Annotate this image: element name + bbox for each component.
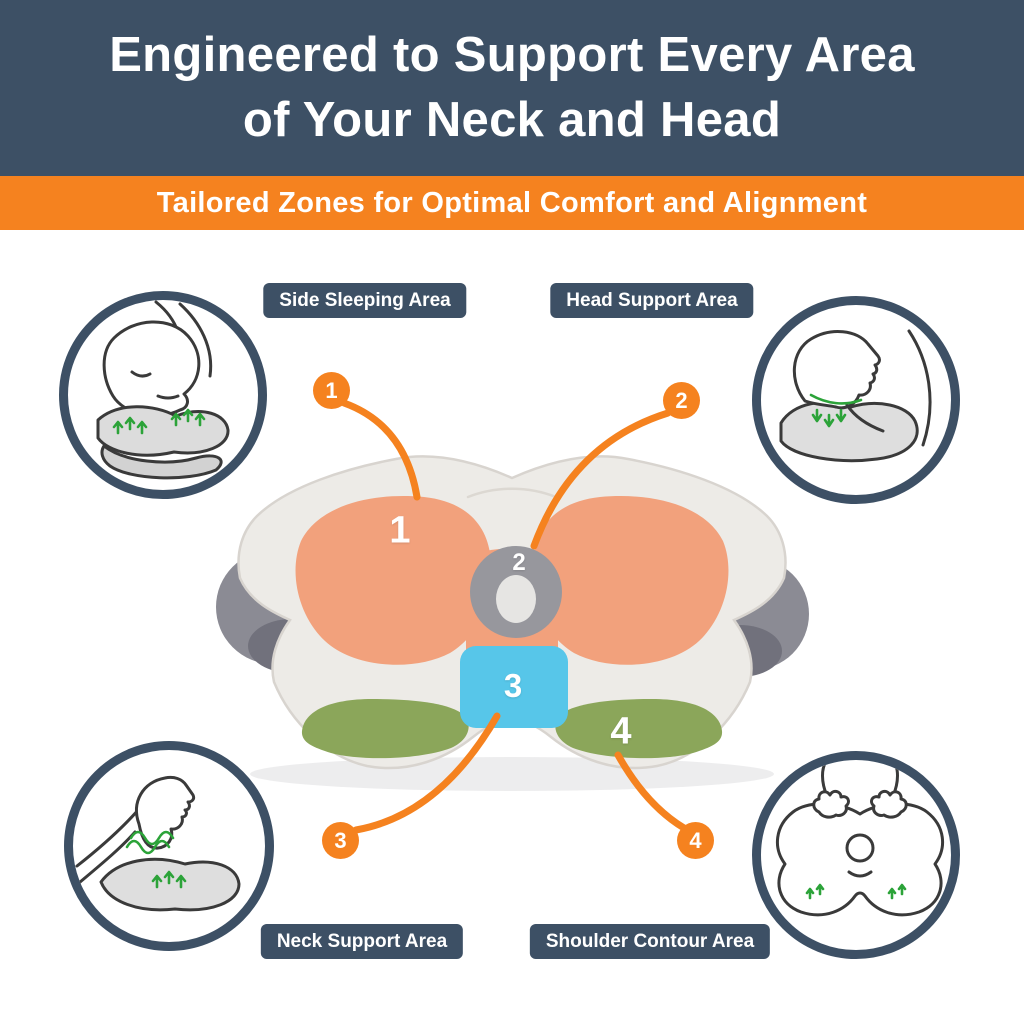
subtitle-banner: Tailored Zones for Optimal Comfort and A… [0, 176, 1024, 230]
callout-neck-support [64, 741, 274, 951]
title-line-2: of Your Neck and Head [242, 93, 782, 147]
subtitle-text: Tailored Zones for Optimal Comfort and A… [156, 186, 868, 219]
zone-label-neck-support: Neck Support Area [260, 924, 464, 959]
pillow-shadow [250, 757, 774, 791]
zone-badge-2: 2 [663, 382, 700, 419]
pillow-zone-number-4: 4 [610, 710, 632, 753]
header-banner: Engineered to Support Every Area of Your… [0, 0, 1024, 176]
side-sleeping-illustration [96, 300, 230, 480]
callout-shoulder-contour [752, 751, 960, 959]
zone-label-shoulder-contour: Shoulder Contour Area [529, 924, 771, 959]
pillow-zone-number-1: 1 [389, 509, 411, 552]
callout-side-sleeping [59, 291, 267, 499]
pillow-zone-number-2: 2 [512, 549, 526, 576]
pillow-zone-number-3: 3 [503, 667, 523, 704]
head-support-illustration [779, 329, 932, 463]
zone-2-head-support-area [470, 546, 562, 638]
zone-badge-3: 3 [322, 822, 359, 859]
zone-3-neck-support-area [460, 646, 568, 728]
callout-head-support [752, 296, 960, 504]
neck-support-illustration [73, 775, 241, 912]
shoulder-contour-illustration [775, 760, 945, 917]
zone-badge-4: 4 [677, 822, 714, 859]
zone-1-side-sleeping-area [295, 496, 729, 665]
zone-label-side-sleeping: Side Sleeping Area [263, 283, 467, 318]
zone-badge-1: 1 [313, 372, 350, 409]
title-line-1: Engineered to Support Every Area [109, 28, 915, 83]
zone-label-head-support: Head Support Area [550, 283, 754, 318]
